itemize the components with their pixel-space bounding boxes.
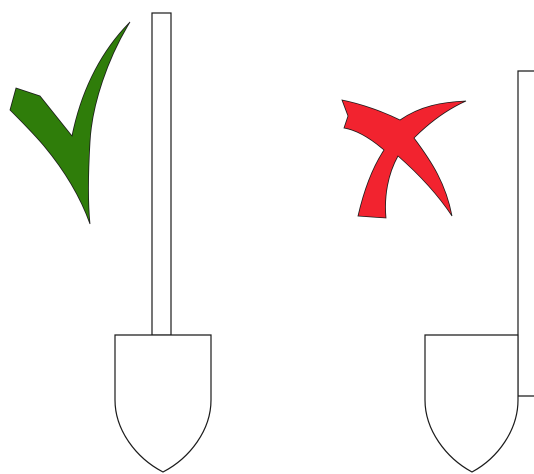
check-mark-icon [10, 22, 130, 224]
shovel-handle [152, 13, 171, 335]
shovel-handle [518, 71, 534, 396]
shovel-blade [425, 335, 518, 472]
correct-shovel-panel [10, 13, 211, 472]
incorrect-shovel-panel [342, 71, 534, 472]
x-mark-icon [342, 100, 466, 218]
shovel-blade [115, 335, 211, 472]
